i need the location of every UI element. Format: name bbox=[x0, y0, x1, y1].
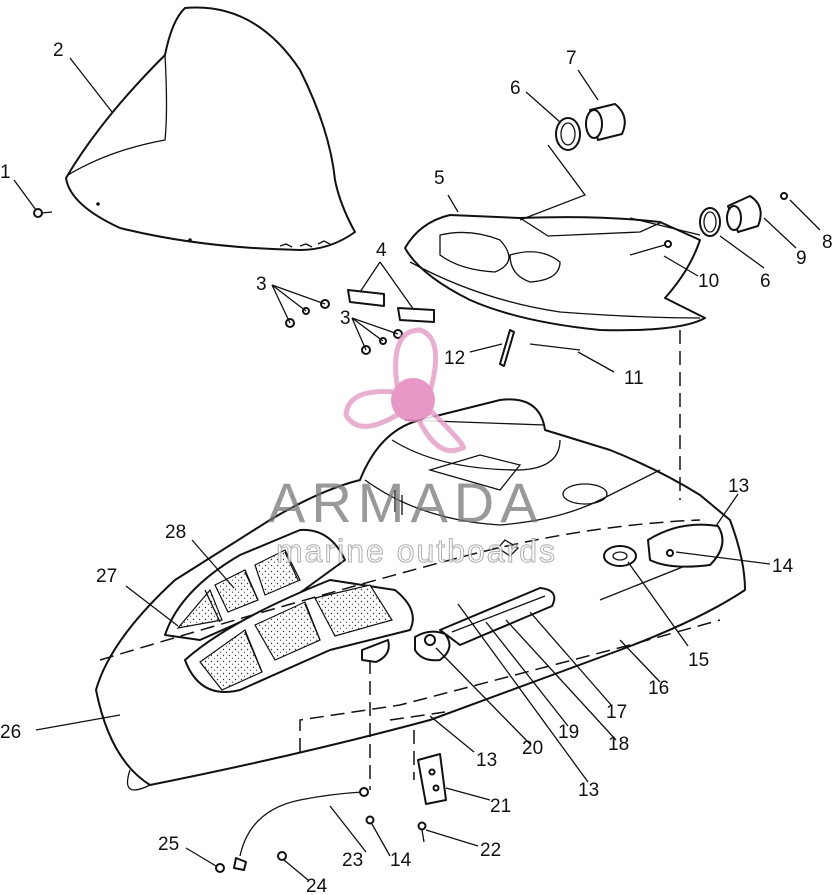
watermark-brand: ARMADA bbox=[268, 471, 544, 534]
callout-22: 22 bbox=[480, 840, 501, 861]
callout-20: 20 bbox=[522, 738, 543, 759]
hood-part bbox=[95, 330, 746, 791]
callout-14: 14 bbox=[390, 850, 412, 871]
windshield-part bbox=[65, 6, 356, 251]
cable-part bbox=[215, 787, 375, 873]
callout-25: 25 bbox=[158, 834, 179, 855]
callout-19: 19 bbox=[558, 722, 579, 743]
callout-13: 13 bbox=[728, 476, 749, 497]
callout-13: 13 bbox=[476, 750, 497, 771]
callout-3: 3 bbox=[256, 274, 267, 295]
bracket-parts bbox=[347, 289, 435, 323]
callout-17: 17 bbox=[606, 702, 627, 723]
callout-6: 6 bbox=[760, 271, 771, 292]
callout-11: 11 bbox=[624, 368, 644, 389]
fastener-parts bbox=[499, 240, 672, 367]
callout-7: 7 bbox=[566, 48, 577, 69]
leader-lines bbox=[13, 57, 821, 881]
callout-21: 21 bbox=[490, 796, 511, 817]
screw-part bbox=[33, 208, 53, 218]
callout-6: 6 bbox=[510, 78, 521, 99]
callout-5: 5 bbox=[434, 168, 445, 189]
callout-18: 18 bbox=[608, 734, 629, 755]
callout-24: 24 bbox=[306, 876, 328, 895]
callout-27: 27 bbox=[96, 566, 117, 587]
callout-23: 23 bbox=[342, 850, 363, 871]
callout-13: 13 bbox=[578, 780, 599, 801]
callout-8: 8 bbox=[822, 232, 833, 253]
gauge-parts bbox=[519, 103, 788, 237]
callout-2: 2 bbox=[53, 40, 64, 61]
callout-16: 16 bbox=[648, 678, 669, 699]
callout-14: 14 bbox=[772, 556, 794, 577]
callout-9: 9 bbox=[796, 248, 807, 269]
callout-28: 28 bbox=[165, 522, 186, 543]
watermark-tagline: marine outboards bbox=[276, 533, 557, 569]
callout-3: 3 bbox=[340, 308, 351, 329]
callout-12: 12 bbox=[444, 348, 465, 369]
propeller-logo-icon bbox=[343, 327, 466, 454]
callout-4: 4 bbox=[376, 240, 387, 261]
watermark: ARMADA marine outboards bbox=[268, 327, 557, 570]
callout-labels: 1 2 3 3 4 5 6 6 7 8 9 10 11 12 13 13 13 … bbox=[0, 40, 833, 895]
dash-panel-part bbox=[404, 214, 706, 332]
plate-part bbox=[417, 753, 447, 805]
callout-26: 26 bbox=[0, 722, 21, 743]
callout-1: 1 bbox=[0, 162, 11, 183]
callout-15: 15 bbox=[688, 650, 709, 671]
callout-10: 10 bbox=[698, 271, 719, 292]
bolt-part bbox=[417, 821, 427, 843]
